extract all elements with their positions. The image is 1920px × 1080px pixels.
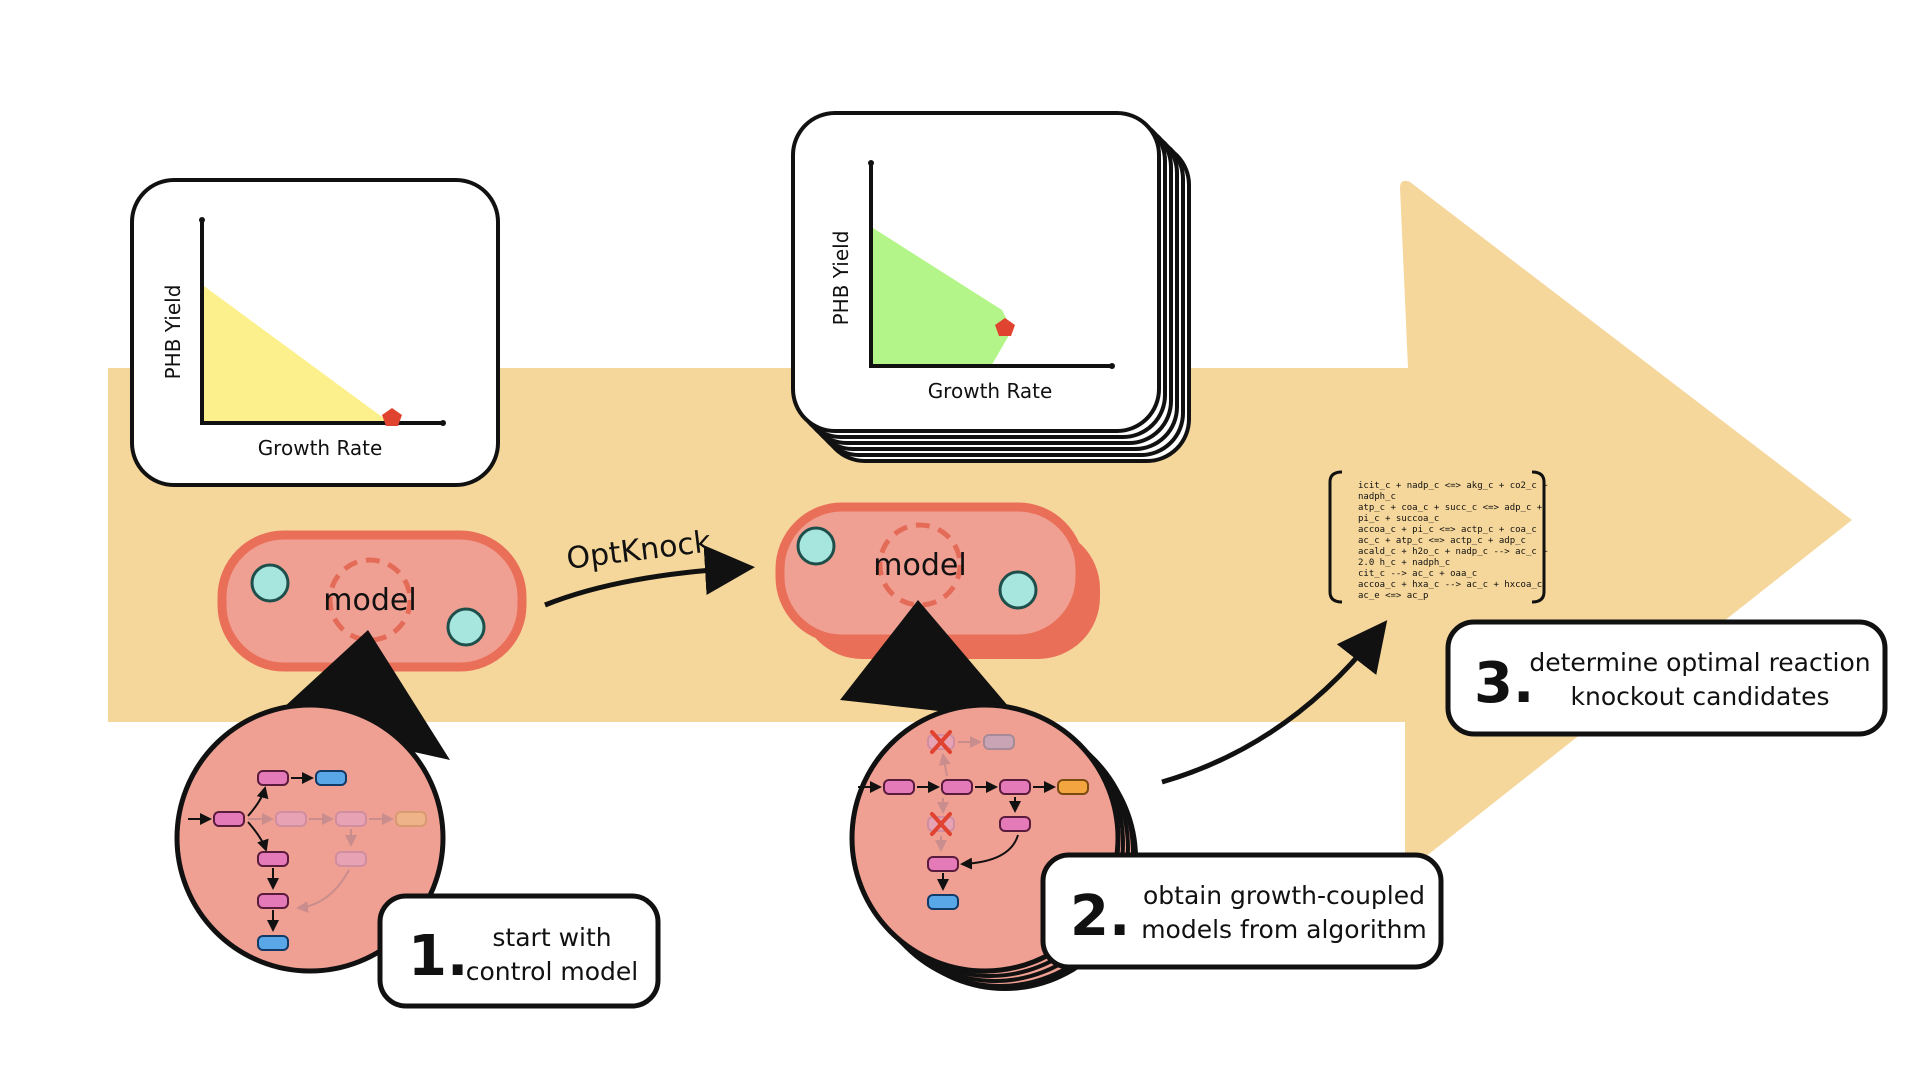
magnifier-control <box>174 630 450 974</box>
metabolite-node-faded <box>983 734 1015 750</box>
plot-card-control: PHB Yield Growth Rate <box>130 178 500 487</box>
reaction-line: pi_c + succoa_c <box>1358 514 1439 524</box>
metabolite-node <box>257 770 289 786</box>
cell-control-model: model <box>217 530 527 672</box>
step-number: 3. <box>1474 651 1534 716</box>
step-text: obtain growth-coupled <box>1143 881 1425 910</box>
cell-coupled-model: model <box>775 502 1100 659</box>
reaction-line: ac_c + atp_c <=> actp_c + adp_c <box>1358 536 1526 546</box>
step-text: start with <box>492 923 611 952</box>
optimum-marker-coupled <box>995 318 1015 336</box>
reaction-line: ac_e <=> ac_p <box>1358 591 1428 601</box>
metabolite-node-faded <box>335 811 367 827</box>
knockout-x-icon <box>930 730 952 754</box>
metabolite-node <box>1057 779 1089 795</box>
step-text: control model <box>466 957 638 986</box>
step-1-callout: 1. start with control model <box>377 893 661 1009</box>
reaction-line: accoa_c + pi_c <=> actp_c + coa_c <box>1358 525 1537 535</box>
y-axis-label: PHB Yield <box>161 285 185 380</box>
reaction-line: icit_c + nadp_c <=> akg_c + co2_c + <box>1358 481 1548 491</box>
metabolite-node-faded <box>395 811 427 827</box>
metabolite-node <box>257 935 289 951</box>
reaction-line: acald_c + h2o_c + nadp_c --> ac_c + <box>1358 547 1548 557</box>
y-axis-label: PHB Yield <box>829 231 853 326</box>
metabolite-node <box>213 811 245 827</box>
yellow-feasible-region <box>204 286 393 425</box>
plot-card-stack: PHB Yield Growth Rate <box>791 111 1191 463</box>
cell-label: model <box>323 583 416 618</box>
x-axis-label: Growth Rate <box>258 436 383 460</box>
step-number: 1. <box>408 924 468 989</box>
metabolite-node <box>999 779 1031 795</box>
model-focus-ring <box>877 522 963 608</box>
reaction-line: nadph_c <box>1358 492 1396 502</box>
step-text: knockout candidates <box>1571 682 1830 711</box>
step-text: determine optimal reaction <box>1529 648 1870 677</box>
to-candidates-arrow <box>1161 620 1388 785</box>
molecule <box>998 570 1038 610</box>
metabolite-node <box>999 816 1031 832</box>
model-focus-ring <box>327 557 413 643</box>
metabolite-node <box>883 779 915 795</box>
molecule <box>796 526 836 566</box>
step-2-callout: 2. obtain growth-coupled models from alg… <box>1040 852 1444 970</box>
pathway-network-control <box>188 770 427 951</box>
cell-label: model <box>873 548 966 583</box>
reaction-line: cit_c --> ac_c + oaa_c <box>1358 569 1477 579</box>
metabolite-node <box>941 779 973 795</box>
knockout-x-icon <box>930 812 952 836</box>
x-axis-label: Growth Rate <box>928 379 1053 403</box>
step-text: models from algorithm <box>1141 915 1427 944</box>
green-feasible-region <box>873 228 1012 368</box>
metabolite-node-faded <box>335 851 367 867</box>
reaction-candidate-list: icit_c + nadp_c <=> akg_c + co2_c + nadp… <box>1328 470 1548 604</box>
metabolite-node <box>315 770 347 786</box>
magnifier-coupled-stack <box>840 600 1138 991</box>
reaction-line: atp_c + coa_c + succ_c <=> adp_c + <box>1358 503 1543 513</box>
step-number: 2. <box>1070 884 1130 949</box>
molecule <box>446 607 486 647</box>
step-3-callout: 3. determine optimal reaction knockout c… <box>1445 619 1888 737</box>
optimum-marker <box>382 408 402 426</box>
metabolite-node <box>927 894 959 910</box>
pathway-network-coupled <box>858 730 1089 910</box>
reaction-line: accoa_c + hxa_c --> ac_c + hxcoa_c <box>1358 580 1542 590</box>
reaction-line: 2.0 h_c + nadph_c <box>1358 558 1450 568</box>
metabolite-node <box>257 893 289 909</box>
molecule <box>250 563 290 603</box>
metabolite-node <box>257 851 289 867</box>
metabolite-node-faded <box>275 811 307 827</box>
metabolite-node <box>927 856 959 872</box>
